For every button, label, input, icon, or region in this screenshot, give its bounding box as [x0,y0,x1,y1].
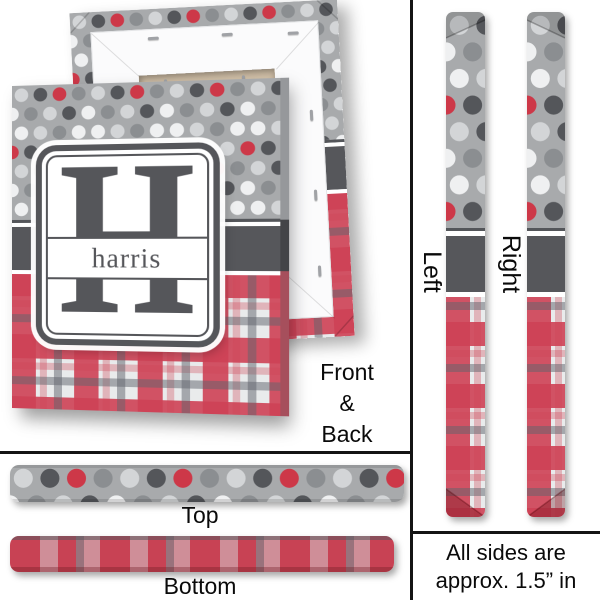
front-back-label-line2: & [339,390,355,416]
top-label: Top [181,502,219,528]
monogram-frame: H harris [35,142,220,348]
staple [221,32,233,37]
monogram-name: harris [91,242,162,274]
staple [287,31,299,35]
horizontal-divider-line [0,451,411,454]
staple [317,265,322,277]
front-back-label: Front & Back [292,357,402,450]
staple [147,36,159,41]
monogram-inner-frame: H harris [41,148,214,342]
canvas-side-edge [280,77,290,417]
miter-joint [275,21,320,70]
bottom-label: Bottom [163,573,237,599]
size-note-line2: approx. 1.5” in [435,568,577,593]
staple [309,109,314,121]
right-edge-strip [527,12,565,517]
left-label: Left [418,251,447,293]
canvas-front-view: H harris [12,77,290,417]
bottom-edge-strip [10,536,394,572]
front-back-label-line1: Front [320,359,374,385]
monogram-plate: H harris [45,152,210,338]
top-edge-strip [10,465,404,502]
size-note: All sides are approx. 1.5” in [412,539,600,595]
right-label: Right [497,234,526,294]
monogram-name-band: harris [45,236,210,281]
staple [313,189,318,201]
miter-joint [286,275,336,319]
size-note-line1: All sides are [446,540,566,565]
horizontal-divider-line [411,531,600,534]
vertical-divider-line [410,0,413,600]
front-back-label-line3: Back [321,421,373,447]
left-edge-strip [446,12,485,517]
miter-joint [91,33,140,77]
